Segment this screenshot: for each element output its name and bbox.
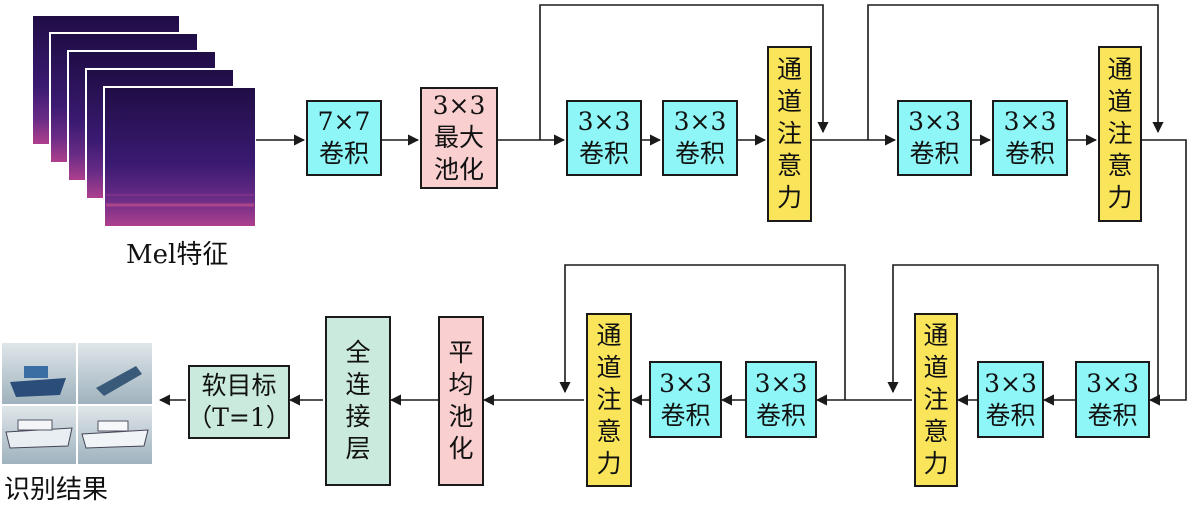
- conv7x7-type-label: 卷积: [318, 139, 369, 168]
- fc-char: 层: [345, 434, 371, 463]
- conv3x3-block-b1: 3×3 卷积: [897, 100, 972, 176]
- fc-char: 连: [345, 370, 371, 399]
- attention-char: 注: [596, 385, 622, 414]
- conv3x3-block-b2: 3×3 卷积: [992, 100, 1068, 176]
- maxpool-line2: 最大: [433, 123, 484, 152]
- conv3x3-block-c2: 3×3 卷积: [977, 361, 1044, 438]
- maxpool-line3: 池化: [433, 155, 484, 184]
- conv-type-label: 卷积: [578, 139, 629, 168]
- ship-image-grid: [2, 343, 152, 464]
- avgpool-char: 平: [448, 338, 474, 367]
- avgpool-block: 平 均 池 化: [438, 316, 484, 486]
- attention-char: 注: [923, 385, 949, 414]
- conv-kernel-label: 3×3: [1086, 368, 1139, 398]
- fc-char: 接: [345, 402, 371, 431]
- conv7x7-block: 7×7 卷积: [306, 100, 382, 176]
- maxpool-block: 3×3 最大 池化: [420, 87, 498, 189]
- attention-char: 道: [923, 353, 949, 382]
- skip-connection-a: [539, 4, 829, 140]
- conv-type-label: 卷积: [674, 139, 725, 168]
- conv3x3-block-a1: 3×3 卷积: [566, 100, 642, 176]
- avgpool-char: 均: [448, 370, 474, 399]
- channel-attention-block-a: 通 道 注 意 力: [767, 46, 812, 222]
- skip-connection-b: [867, 4, 1164, 140]
- temperature-label: （T=1）: [187, 403, 291, 432]
- avgpool-char: 池: [448, 402, 474, 431]
- conv-kernel-label: 3×3: [984, 368, 1037, 398]
- conv-type-label: 卷积: [660, 400, 711, 430]
- conv-type-label: 卷积: [909, 139, 960, 168]
- arrow-row-transition: [1142, 139, 1187, 406]
- fully-connected-block: 全 连 接 层: [325, 316, 391, 486]
- output-label: 识别结果: [4, 475, 109, 505]
- channel-attention-block-b: 通 道 注 意 力: [1098, 46, 1142, 222]
- fc-char: 全: [345, 338, 371, 367]
- attention-char: 力: [776, 183, 802, 212]
- maxpool-kernel-label: 3×3: [432, 91, 486, 120]
- skip-connection-d: [559, 264, 846, 400]
- conv7x7-kernel-label: 7×7: [317, 107, 371, 136]
- conv3x3-block-d2: 3×3 卷积: [649, 361, 722, 438]
- soft-target-label: 软目标: [201, 371, 277, 400]
- avgpool-char: 化: [448, 434, 474, 463]
- attention-char: 通: [776, 55, 802, 84]
- conv-kernel-label: 3×3: [754, 368, 808, 398]
- conv-kernel-label: 3×3: [659, 368, 712, 398]
- conv-type-label: 卷积: [985, 400, 1036, 430]
- attention-char: 注: [1107, 119, 1133, 148]
- attention-char: 注: [776, 119, 802, 148]
- attention-char: 意: [1107, 151, 1133, 180]
- conv-type-label: 卷积: [755, 400, 806, 430]
- input-label: Mel特征: [126, 240, 229, 270]
- skip-connection-c: [887, 264, 1159, 400]
- conv3x3-block-a2: 3×3 卷积: [662, 100, 738, 176]
- conv-type-label: 卷积: [1004, 139, 1055, 168]
- conv3x3-block-d1: 3×3 卷积: [745, 361, 817, 438]
- attention-char: 通: [1107, 55, 1133, 84]
- attention-char: 意: [923, 417, 949, 446]
- attention-char: 道: [596, 353, 622, 382]
- mel-spectrogram-stack: [31, 14, 257, 228]
- attention-char: 通: [596, 321, 622, 350]
- conv-kernel-label: 3×3: [577, 107, 631, 136]
- attention-char: 力: [1107, 183, 1133, 212]
- attention-char: 力: [923, 449, 949, 478]
- attention-char: 通: [923, 321, 949, 350]
- soft-target-block: 软目标 （T=1）: [187, 365, 291, 439]
- conv-kernel-label: 3×3: [908, 107, 961, 136]
- attention-char: 道: [1107, 87, 1133, 116]
- attention-char: 力: [596, 449, 622, 478]
- attention-char: 道: [776, 87, 802, 116]
- conv3x3-block-c1: 3×3 卷积: [1075, 361, 1150, 438]
- conv-kernel-label: 3×3: [673, 107, 727, 136]
- channel-attention-block-d: 通 道 注 意 力: [586, 313, 632, 487]
- conv-type-label: 卷积: [1087, 400, 1138, 430]
- conv-kernel-label: 3×3: [1003, 107, 1057, 136]
- attention-char: 意: [596, 417, 622, 446]
- channel-attention-block-c: 通 道 注 意 力: [914, 313, 958, 487]
- attention-char: 意: [776, 151, 802, 180]
